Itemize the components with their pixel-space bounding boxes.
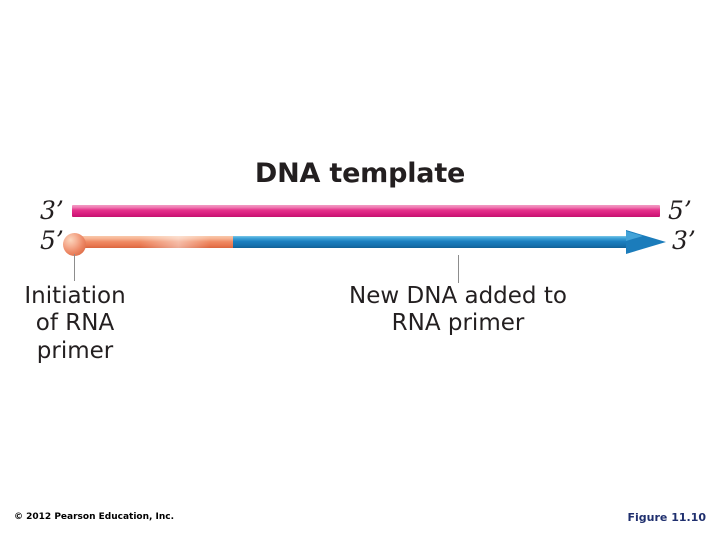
new-dna-arrowhead-icon — [626, 230, 666, 254]
new-dna-callout-leader-line — [458, 255, 459, 283]
copyright-notice: © 2012 Pearson Education, Inc. — [14, 512, 175, 522]
template-strand-left-end-label: 3’ — [40, 196, 64, 225]
initiation-callout-leader-line — [74, 254, 75, 281]
figure-number: Figure 11.10 — [627, 511, 707, 524]
dna-template-strand-bar — [72, 205, 660, 217]
initiation-callout-label: Initiation of RNA primer — [24, 283, 126, 364]
new-dna-segment-bar — [233, 236, 633, 248]
new-dna-callout-label: New DNA added to RNA primer — [349, 283, 567, 337]
template-strand-right-end-label: 5’ — [668, 196, 692, 225]
page-title: DNA template — [254, 158, 466, 189]
new-strand-right-end-label: 3’ — [672, 226, 696, 255]
new-strand-left-end-label: 5’ — [40, 226, 64, 255]
rna-primer-initiation-sphere — [63, 233, 86, 256]
rna-primer-segment-bar — [74, 236, 234, 248]
